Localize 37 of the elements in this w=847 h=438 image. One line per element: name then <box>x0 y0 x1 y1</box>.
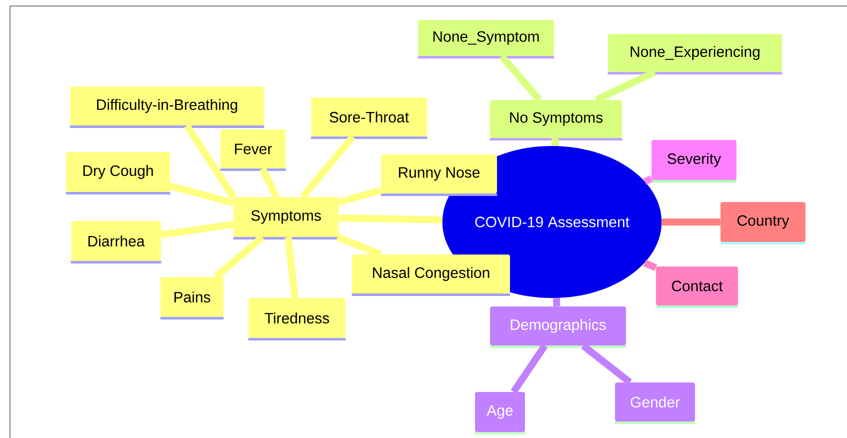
branch-line <box>510 344 548 394</box>
branch-line <box>184 124 236 199</box>
branch-line <box>644 175 653 185</box>
topic-box: Country <box>720 202 806 244</box>
topic-box: None_Experiencing <box>608 34 782 74</box>
branch-line <box>551 138 559 146</box>
topic-box: Difficulty-in-Breathing <box>70 86 264 128</box>
topic-box: No Symptoms <box>490 100 622 140</box>
topic-box: Fever <box>220 130 286 171</box>
topic-box: Contact <box>656 266 738 308</box>
topic-box: Symptoms <box>233 197 339 240</box>
branch-line <box>284 236 298 298</box>
branch-line <box>499 54 542 102</box>
topic-box: Sore-Throat <box>310 98 428 139</box>
topic-box: Runny Nose <box>380 154 498 196</box>
branch-line <box>662 218 720 226</box>
topic-box: Gender <box>614 382 696 424</box>
topic-box: Demographics <box>490 306 626 348</box>
branch-line <box>259 167 280 198</box>
branch-line <box>160 220 234 238</box>
branch-line <box>643 260 658 272</box>
branch-line <box>169 182 234 206</box>
topic-box: Dry Cough <box>66 152 170 194</box>
branch-line <box>338 214 442 224</box>
topic-box: Pains <box>160 277 224 320</box>
branch-line <box>213 234 265 280</box>
branch-line <box>580 342 632 386</box>
branch-line <box>552 298 560 306</box>
topic-box: Severity <box>651 140 737 182</box>
branch-line <box>300 134 356 200</box>
topic-box: Age <box>474 392 526 434</box>
topic-box: Nasal Congestion <box>352 254 510 296</box>
branch-line <box>338 186 382 206</box>
branch-line <box>594 69 656 103</box>
topic-box: None_Symptom <box>418 20 554 58</box>
topic-box: Diarrhea <box>70 221 162 264</box>
topic-box: Tiredness <box>248 298 346 340</box>
